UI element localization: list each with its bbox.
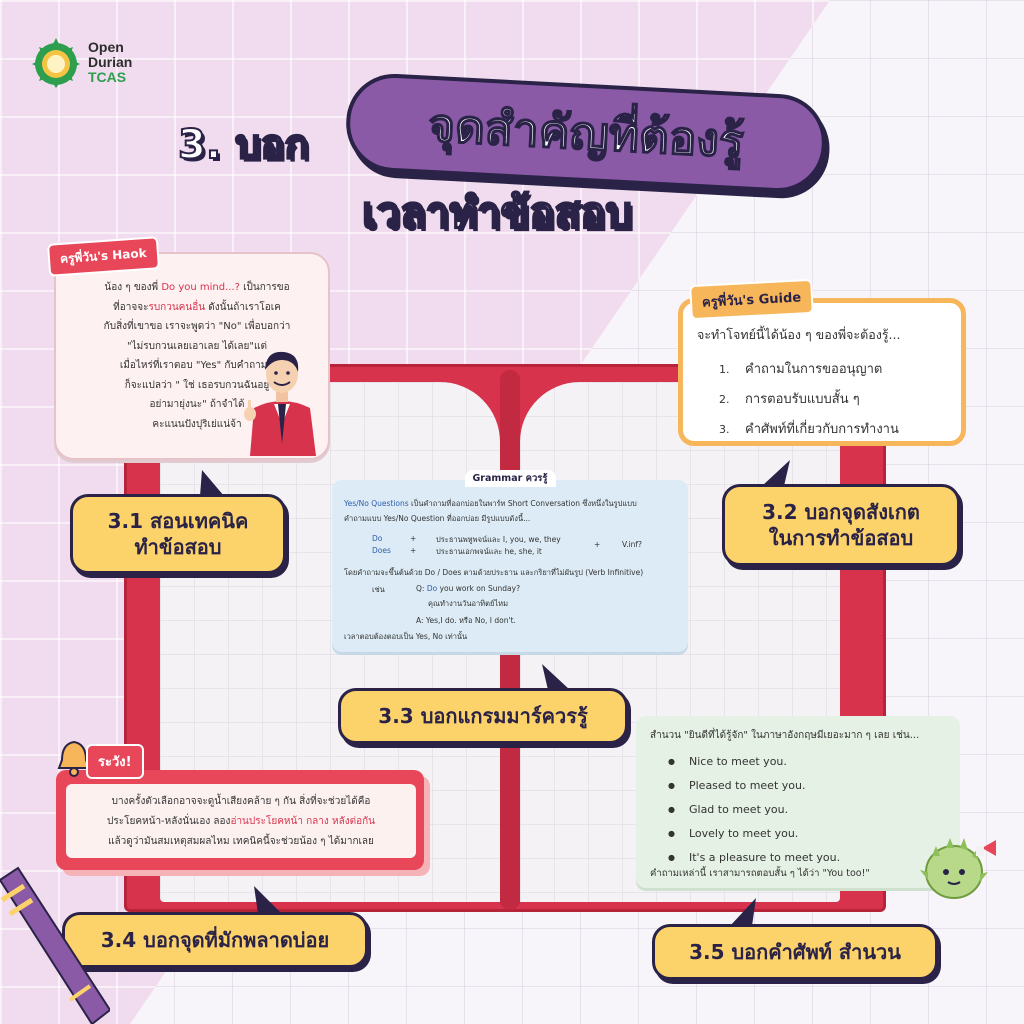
label-3-4: 3.4 บอกจุดที่มักพลาดบ่อย — [62, 912, 368, 968]
idiom-foot: คำถามเหล่านี้ เราสามารถตอบสั้น ๆ ได้ว่า … — [650, 868, 870, 879]
guide-item: 3.คำศัพท์ที่เกี่ยวกับการทำงาน — [719, 422, 899, 437]
grammar-plus: + — [410, 534, 417, 543]
bell-icon — [57, 740, 91, 777]
warning-text: บางครั้งตัวเลือกอาจจะดูน้ำเสียงคล้าย ๆ ก… — [107, 796, 375, 847]
warning-tag: ระวัง! — [86, 744, 144, 779]
header-subtitle: เวลาทำข้อสอบ — [361, 187, 633, 238]
pencil-decoration-icon — [0, 866, 110, 1024]
grammar-line: โดยคำถามจะขึ้นต้นด้วย Do / Does ตามด้วยป… — [344, 568, 644, 577]
grammar-do: Do — [372, 534, 383, 543]
logo-text: Open Durian TCAS — [88, 38, 133, 85]
idiom-list: Nice to meet you. Pleased to meet you. G… — [668, 750, 840, 870]
logo-line-tcas: TCAS — [88, 68, 127, 85]
warning-inner: บางครั้งตัวเลือกอาจจะดูน้ำเสียงคล้าย ๆ ก… — [66, 784, 416, 858]
warning-card: บางครั้งตัวเลือกอาจจะดูน้ำเสียงคล้าย ๆ ก… — [56, 770, 424, 870]
header-number: 3. บอก — [177, 121, 310, 169]
label-3-1: 3.1 สอนเทคนิค ทำข้อสอบ — [70, 494, 286, 574]
label-3-4-pointer — [254, 886, 282, 914]
grammar-question: Q: Do you work on Sunday? — [416, 584, 521, 593]
label-3-3-text: 3.3 บอกแกรมมาร์ควรรู้ — [378, 704, 588, 728]
grammar-answer: A: Yes,I do. หรือ No, I don't. — [416, 616, 516, 625]
guide-item: 1.คำถามในการขออนุญาต — [719, 362, 883, 377]
label-3-3-pointer — [542, 664, 570, 690]
label-3-4-text: 3.4 บอกจุดที่มักพลาดบ่อย — [100, 928, 330, 952]
grammar-rule: ประธานพหูพจน์และ I, you, we, they — [436, 535, 561, 544]
grammar-eg: เช่น — [372, 585, 385, 594]
grammar-vinf: V.inf? — [622, 540, 643, 549]
label-3-5-text: 3.5 บอกคำศัพท์ สำนวน — [689, 940, 901, 964]
grammar-plus: + — [410, 546, 417, 555]
label-3-3: 3.3 บอกแกรมมาร์ควรรู้ — [338, 688, 628, 744]
idiom-item: Pleased to meet you. — [668, 774, 840, 798]
header-highlight: จุดสำคัญที่ต้องรู้ — [426, 97, 746, 169]
label-3-2: 3.2 บอกจุดสังเกต ในการทำข้อสอบ — [722, 484, 960, 566]
durian-mascot-icon — [920, 838, 996, 899]
logo-line-durian: Durian — [88, 53, 133, 70]
idiom-item: It's a pleasure to meet you. — [668, 846, 840, 870]
technique-text: น้อง ๆ ของพี่ Do you mind...? เป็นการขอ … — [103, 282, 291, 430]
label-3-1-pointer — [200, 470, 224, 496]
label-3-1-line2: ทำข้อสอบ — [134, 535, 222, 559]
grammar-rule: ประธานเอกพจน์และ he, she, it — [436, 547, 542, 556]
guide-list: 1.คำถามในการขออนุญาต 2.การตอบรับแบบสั้น … — [719, 355, 899, 445]
label-3-2-line1: 3.2 บอกจุดสังเกต — [762, 500, 920, 524]
grammar-does: Does — [372, 546, 391, 555]
grammar-plus: + — [594, 540, 601, 549]
logo-line-open: Open — [88, 38, 124, 55]
idiom-item: Glad to meet you. — [668, 798, 840, 822]
grammar-title: Grammar ควรรู้ — [332, 470, 688, 495]
grammar-line: Yes/No Questions เป็นคำถามที่ออกบ่อยในพา… — [344, 499, 637, 508]
idiom-card: สำนวน "ยินดีที่ได้รู้จัก" ในภาษาอังกฤษมี… — [636, 716, 960, 888]
label-3-5: 3.5 บอกคำศัพท์ สำนวน — [652, 924, 938, 980]
grammar-card: Grammar ควรรู้ Yes/No Questions เป็นคำถา… — [332, 470, 688, 652]
guide-tag: ครูพี่วัน's Guide — [689, 278, 815, 321]
idiom-item: Nice to meet you. — [668, 750, 840, 774]
grammar-question-thai: คุณทำงานวันอาทิตย์ไหม — [428, 599, 509, 608]
guide-item: 2.การตอบรับแบบสั้น ๆ — [719, 392, 860, 407]
label-3-2-pointer — [762, 460, 790, 486]
grammar-line: คำถามแบบ Yes/No Question ที่ออกบ่อย มีรู… — [344, 514, 531, 523]
label-3-1-line1: 3.1 สอนเทคนิค — [107, 509, 249, 533]
teacher-illustration — [244, 351, 316, 456]
label-3-5-pointer — [730, 898, 756, 926]
idiom-item: Lovely to meet you. — [668, 822, 840, 846]
grammar-line: เวลาตอบต้องตอบเป็น Yes, No เท่านั้น — [344, 632, 468, 641]
idiom-head: สำนวน "ยินดีที่ได้รู้จัก" ในภาษาอังกฤษมี… — [650, 730, 920, 741]
label-3-2-line2: ในการทำข้อสอบ — [768, 526, 914, 550]
durian-logo-icon — [32, 38, 80, 88]
open-durian-logo: Open Durian TCAS — [30, 36, 132, 88]
guide-lead: จะทำโจทย์นี้ได้น้อง ๆ ของพี่จะต้องรู้... — [697, 327, 901, 342]
guide-card: จะทำโจทย์นี้ได้น้อง ๆ ของพี่จะต้องรู้...… — [678, 298, 966, 446]
